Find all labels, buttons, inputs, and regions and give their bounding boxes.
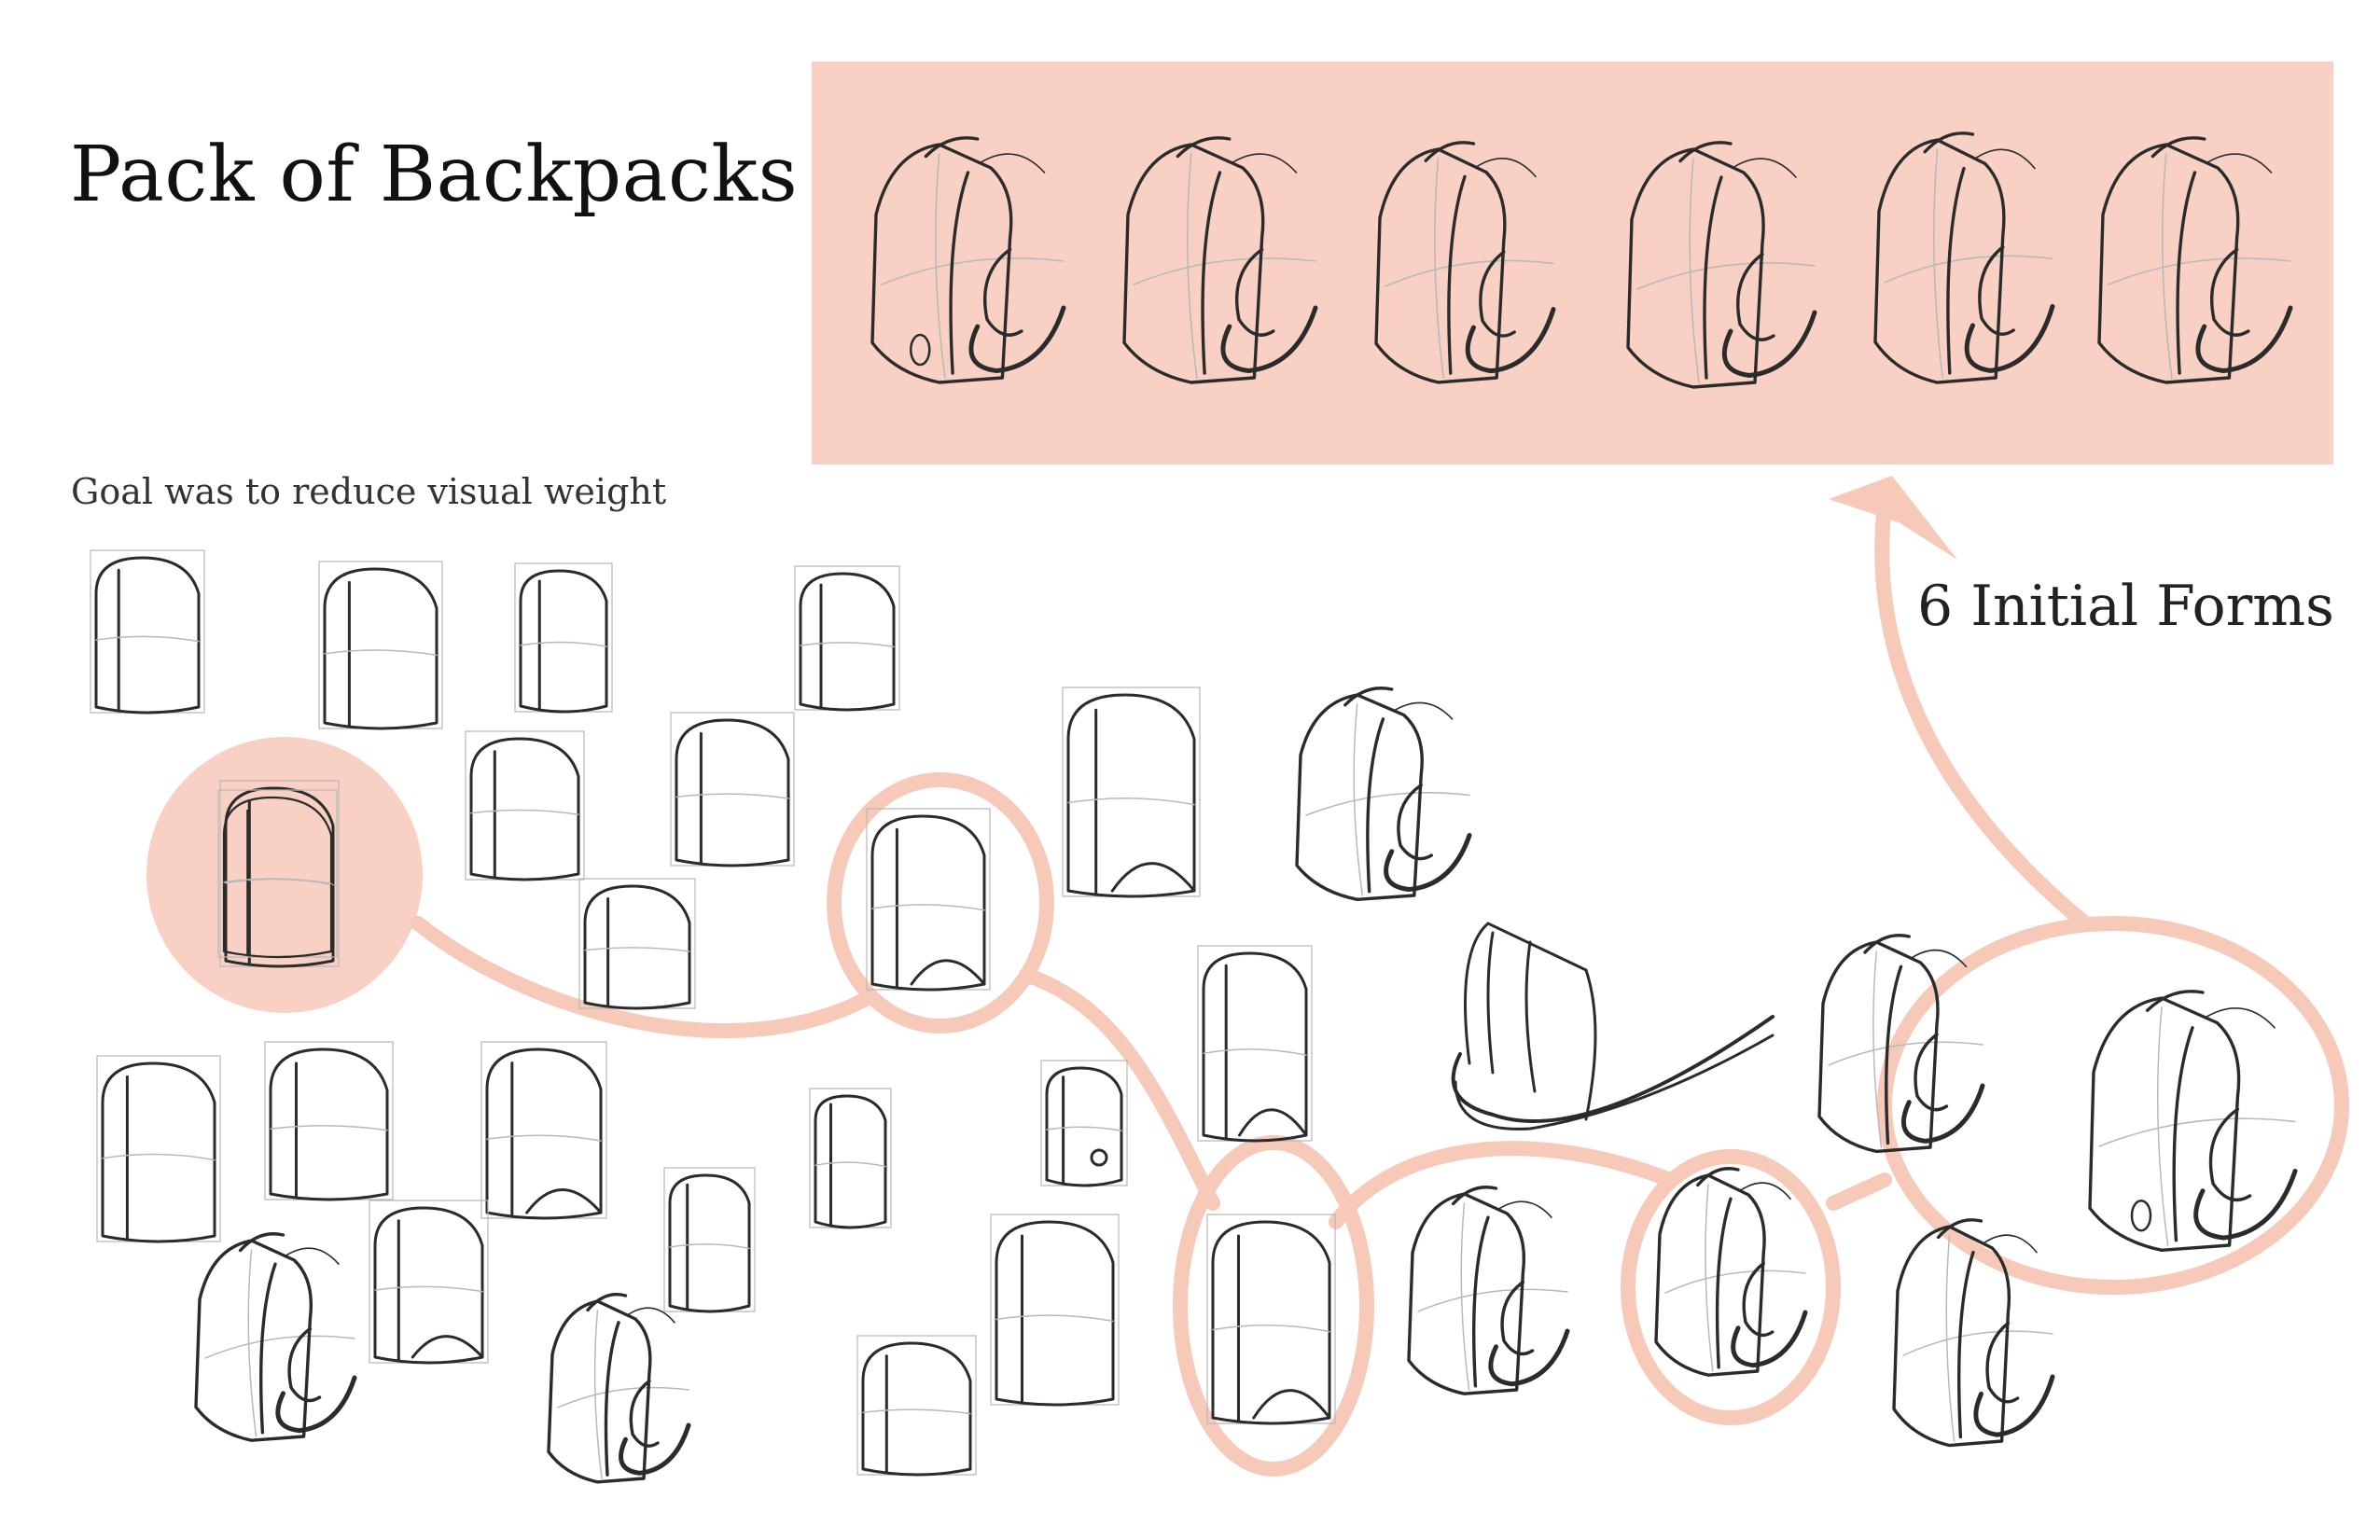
final-form-sketch — [870, 136, 1066, 384]
exploration-sketch — [1295, 687, 1472, 901]
highlight-ring-1 — [827, 772, 1054, 1034]
final-form-sketch — [1873, 132, 2055, 384]
exploration-sketch — [1197, 945, 1313, 1143]
exploration-sketch — [1062, 687, 1201, 898]
exploration-sketch — [194, 1232, 357, 1442]
page-subtitle: Goal was to reduce visual weight — [71, 471, 667, 512]
highlight-ring-2 — [1173, 1135, 1374, 1477]
connector-curve-1 — [411, 916, 875, 1038]
arrow-head — [1829, 476, 1957, 560]
exploration-sketch — [547, 1293, 691, 1484]
exploration-sketch — [1206, 1214, 1336, 1425]
connector-curve-4 — [1826, 1172, 1892, 1211]
exploration-sketch — [866, 808, 991, 992]
final-forms-panel — [812, 62, 2333, 465]
exploration-sketch — [1040, 1060, 1128, 1187]
exploration-sketch — [990, 1214, 1120, 1407]
page-title: Pack of Backpacks — [70, 131, 799, 219]
final-form-sketch — [2097, 136, 2293, 384]
highlight-blob — [146, 737, 423, 1013]
exploration-sketch — [480, 1041, 607, 1220]
final-form-sketch — [1122, 136, 1318, 384]
arrow-curve — [1874, 496, 2093, 931]
final-form-sketch — [1626, 141, 1817, 389]
exploration-sketch — [1892, 1218, 2055, 1448]
exploration-sketch — [578, 878, 696, 1010]
connector-curve-2 — [1019, 967, 1220, 1211]
exploration-sketch-long-strap — [1451, 922, 1775, 1131]
exploration-sketch — [856, 1335, 977, 1477]
exploration-sketch — [663, 1167, 756, 1313]
exploration-sketch — [1407, 1186, 1570, 1395]
exploration-sketch — [809, 1088, 892, 1229]
exploration-sketch — [670, 712, 795, 867]
exploration-sketch — [514, 562, 613, 714]
exploration-sketch — [465, 730, 585, 881]
exploration-sketch — [318, 561, 443, 730]
exploration-sketch — [1654, 1167, 1808, 1377]
exploration-sketch — [369, 1200, 489, 1365]
exploration-sketch — [264, 1041, 394, 1201]
highlight-annotations — [411, 496, 2349, 1477]
exploration-sketch — [1817, 934, 1985, 1154]
final-form-sketch — [1374, 141, 1556, 384]
exploration-sketch — [794, 565, 900, 712]
exploration-sketch — [90, 549, 205, 715]
connector-curve-3 — [1329, 1141, 1677, 1229]
highlight-ring-3 — [1621, 1149, 1841, 1425]
highlighted-sketch — [217, 789, 338, 959]
exploration-sketch — [2088, 990, 2298, 1252]
initial-forms-label: 6 Initial Forms — [1917, 574, 2334, 639]
exploration-sketch — [96, 1055, 221, 1243]
highlight-ring-4 — [1877, 916, 2349, 1295]
